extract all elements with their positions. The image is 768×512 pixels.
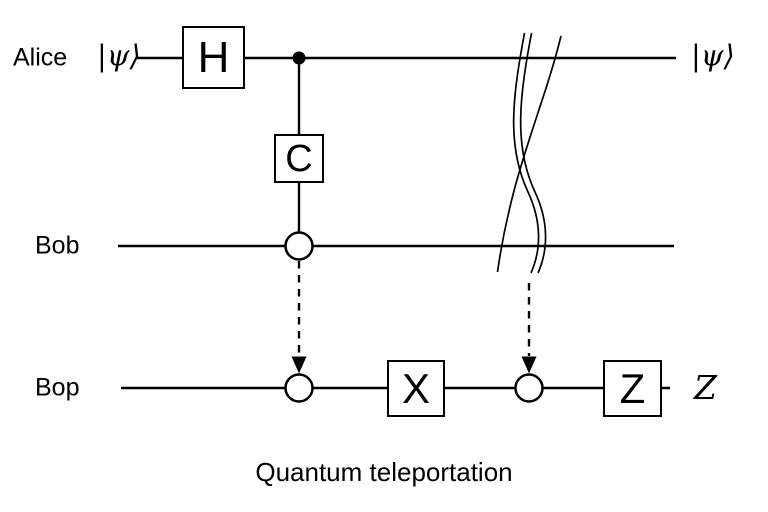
wire-label-bop: Bop	[35, 373, 80, 402]
pauli-z-gate: Z	[603, 360, 662, 417]
control-dot	[292, 51, 306, 65]
wire-label-bob: Bob	[35, 231, 80, 260]
target-circle-bop-right	[514, 373, 544, 403]
hadamard-gate: H	[182, 26, 245, 89]
arrowhead-right	[521, 356, 537, 374]
pauli-z-gate-label: Z	[619, 364, 646, 412]
wavy-line-2	[519, 32, 547, 274]
pauli-x-gate: X	[387, 360, 445, 417]
controlled-gate: C	[274, 134, 324, 183]
arrowhead-left	[291, 356, 307, 374]
controlled-gate-label: C	[285, 137, 313, 180]
psi-ket-output: |ψ⟩	[691, 38, 735, 73]
classical-arrow-left	[291, 261, 307, 374]
separation-wavy-lines	[496, 32, 562, 274]
target-circle-bop-left	[284, 373, 314, 403]
wire-label-alice: Alice	[13, 43, 68, 72]
classical-arrow-right	[521, 283, 537, 374]
wavy-line-1	[512, 32, 540, 274]
pauli-x-gate-label: X	[401, 364, 430, 412]
diagram-caption: Quantum teleportation	[255, 457, 513, 487]
target-circle-bob	[284, 231, 314, 261]
psi-ket-input: |ψ⟩	[97, 38, 141, 73]
wavy-line-3	[496, 35, 562, 273]
z-output-label: Z	[694, 367, 717, 407]
hadamard-gate-label: H	[197, 32, 230, 82]
